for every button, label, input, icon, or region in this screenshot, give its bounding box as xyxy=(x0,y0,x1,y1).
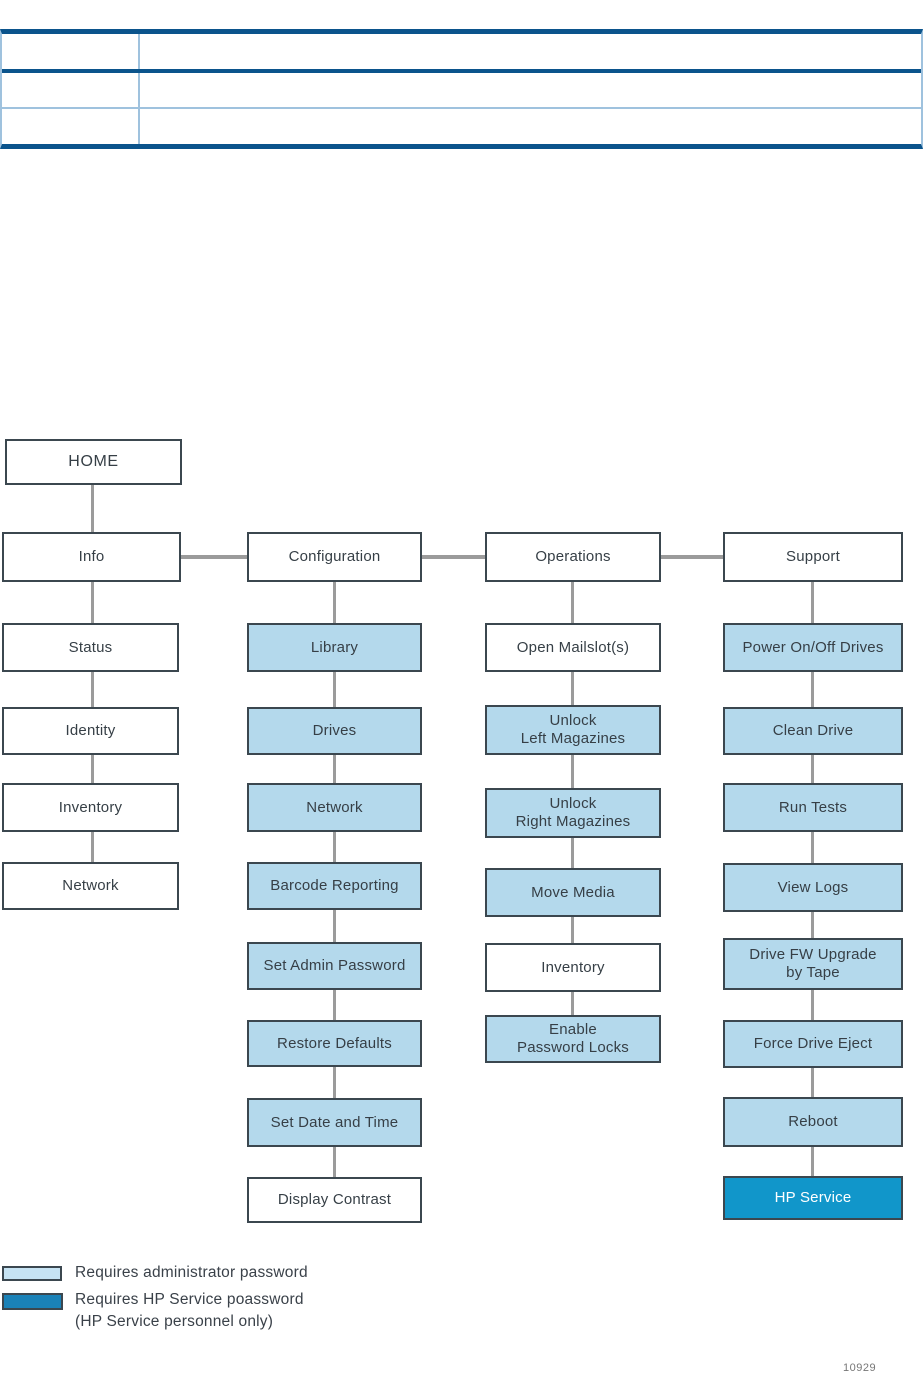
node-clean-drive: Clean Drive xyxy=(723,707,903,755)
node-library: Library xyxy=(247,623,422,672)
node-drive-fw-upgrade-by-tape: Drive FW Upgrade by Tape xyxy=(723,938,903,990)
node-power-on-off-drives: Power On/Off Drives xyxy=(723,623,903,672)
node-hp-service: HP Service xyxy=(723,1176,903,1220)
node-support: Support xyxy=(723,532,903,582)
node-info: Info xyxy=(2,532,181,582)
table-cell xyxy=(2,109,140,144)
legend-admin-label: Requires administrator password xyxy=(75,1264,308,1281)
node-view-logs: View Logs xyxy=(723,863,903,912)
legend-service-swatch xyxy=(2,1293,63,1310)
table-row xyxy=(2,34,921,73)
node-unlock-right-magazines: Unlock Right Magazines xyxy=(485,788,661,838)
node-identity: Identity xyxy=(2,707,179,755)
node-inventory: Inventory xyxy=(2,783,179,832)
node-network-info: Network xyxy=(2,862,179,910)
legend-service-label: Requires HP Service poassword xyxy=(75,1291,304,1308)
figure-number: 10929 xyxy=(843,1362,877,1374)
node-reboot: Reboot xyxy=(723,1097,903,1147)
node-set-date-and-time: Set Date and Time xyxy=(247,1098,422,1147)
node-network-config: Network xyxy=(247,783,422,832)
node-home: HOME xyxy=(5,439,182,485)
legend-service-label-line2: (HP Service personnel only) xyxy=(75,1313,274,1330)
table-row xyxy=(2,109,921,144)
node-operations: Operations xyxy=(485,532,661,582)
node-display-contrast: Display Contrast xyxy=(247,1177,422,1223)
node-move-media: Move Media xyxy=(485,868,661,917)
table-cell xyxy=(2,73,140,107)
node-open-mailslots: Open Mailslot(s) xyxy=(485,623,661,672)
node-configuration: Configuration xyxy=(247,532,422,582)
info-column-line xyxy=(91,460,94,886)
node-set-admin-password: Set Admin Password xyxy=(247,942,422,990)
node-run-tests: Run Tests xyxy=(723,783,903,832)
node-unlock-left-magazines: Unlock Left Magazines xyxy=(485,705,661,755)
node-barcode-reporting: Barcode Reporting xyxy=(247,862,422,910)
node-enable-password-locks: Enable Password Locks xyxy=(485,1015,661,1063)
table-cell xyxy=(2,34,140,69)
node-restore-defaults: Restore Defaults xyxy=(247,1020,422,1067)
table-row xyxy=(2,73,921,109)
node-status: Status xyxy=(2,623,179,672)
horizontal-trunk-line xyxy=(90,555,813,559)
legend-admin-swatch xyxy=(2,1266,62,1281)
node-force-drive-eject: Force Drive Eject xyxy=(723,1020,903,1068)
top-table xyxy=(0,29,923,149)
node-inventory-operations: Inventory xyxy=(485,943,661,992)
node-drives: Drives xyxy=(247,707,422,755)
